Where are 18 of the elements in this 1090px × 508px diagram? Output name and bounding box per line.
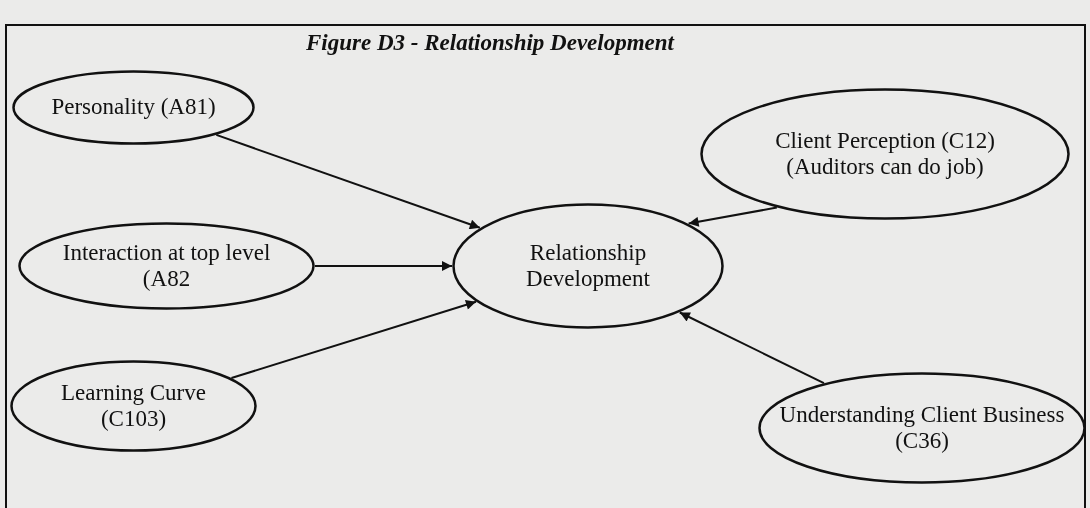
ellipse-node: [758, 372, 1086, 484]
node-label: Client Perception (C12) (Auditors can do job): [774, 127, 996, 181]
arrow: [215, 133, 481, 230]
arrow: [678, 311, 825, 385]
node-label: Learning Curve (C103): [60, 379, 207, 433]
arrow: [314, 261, 453, 271]
ellipse-node: [700, 88, 1070, 220]
node-label: Relationship Development: [525, 239, 651, 293]
node-label: Interaction at top level (A82: [61, 239, 272, 293]
ellipse-node: [12, 70, 255, 145]
arrow: [230, 299, 477, 379]
node-label: Understanding Client Business (C36): [778, 401, 1066, 455]
figure-title: Figure D3 - Relationship Development: [305, 30, 676, 56]
ellipse-node: [10, 360, 257, 452]
node-label: Personality (A81): [51, 94, 216, 121]
ellipse-node: [18, 222, 315, 310]
ellipse-node: [452, 203, 724, 329]
arrow: [687, 206, 778, 227]
